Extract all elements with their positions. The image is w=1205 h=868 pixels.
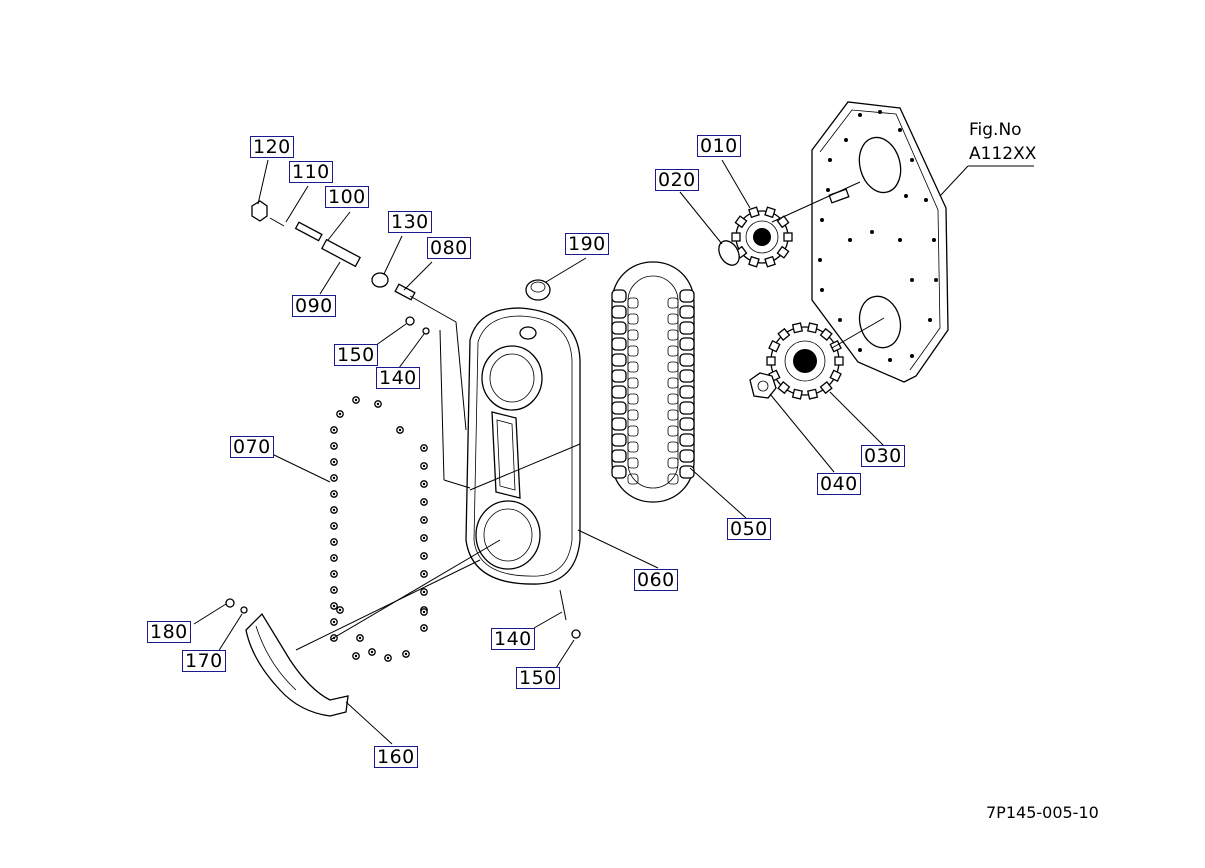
leader-lines [193,159,1034,745]
filler-cap [525,279,551,301]
callout-080[interactable]: 080 [427,237,471,259]
callout-170[interactable]: 170 [182,650,226,672]
callout-050[interactable]: 050 [727,518,771,540]
figure-label-line2: A112XX [969,144,1037,164]
bolt-ring [330,396,428,662]
callout-140-upper[interactable]: 140 [376,367,420,389]
callout-150-upper[interactable]: 150 [334,344,378,366]
figure-label-line1: Fig.No [969,120,1022,140]
callout-190[interactable]: 190 [565,233,609,255]
callout-010[interactable]: 010 [697,135,741,157]
upper-sprocket [731,206,793,268]
roller-chain [611,261,695,503]
callout-030[interactable]: 030 [861,445,905,467]
callout-070[interactable]: 070 [230,436,274,458]
callout-110[interactable]: 110 [289,161,333,183]
callout-100[interactable]: 100 [325,186,369,208]
small-parts [225,200,581,639]
callout-090[interactable]: 090 [292,295,336,317]
callout-160[interactable]: 160 [374,746,418,768]
callout-060[interactable]: 060 [634,569,678,591]
callout-020[interactable]: 020 [655,169,699,191]
callout-180[interactable]: 180 [147,621,191,643]
lower-sprocket [766,322,844,400]
callout-140-lower[interactable]: 140 [491,628,535,650]
callout-150-lower[interactable]: 150 [516,667,560,689]
snap-ring [718,240,740,266]
callout-120[interactable]: 120 [250,136,294,158]
lower-guard [245,612,349,717]
callout-040[interactable]: 040 [817,473,861,495]
drawing-code: 7P145-005-10 [986,803,1099,822]
hex-nut [749,372,777,399]
back-plate [811,101,949,383]
callout-130[interactable]: 130 [388,211,432,233]
chain-case-cover [465,307,581,585]
